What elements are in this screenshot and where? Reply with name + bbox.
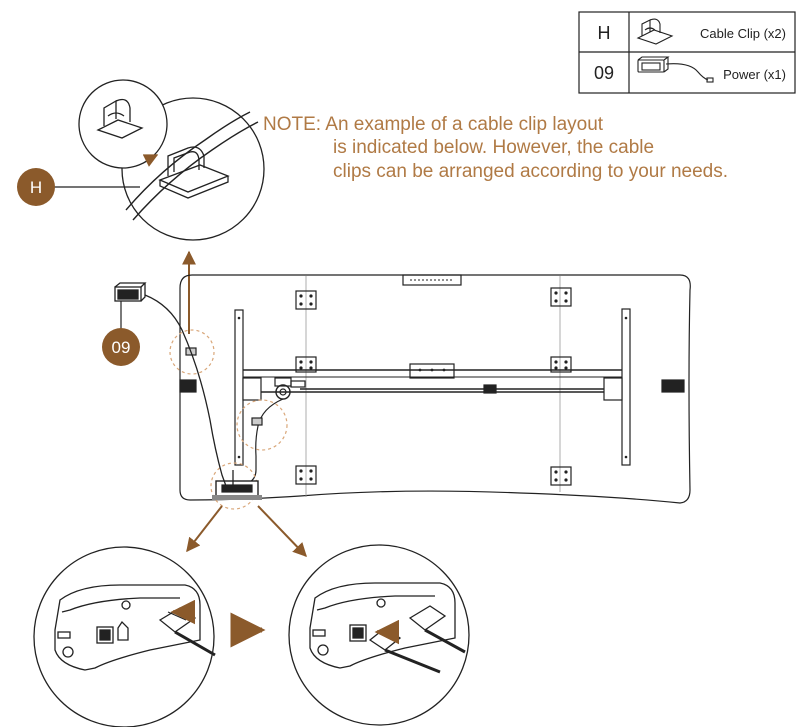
controller-detail-before <box>33 546 216 727</box>
legend-label-cable-clip: Cable Clip (x2) <box>700 26 786 41</box>
note-line-3: clips can be arranged according to your … <box>333 161 728 182</box>
note-line-2: is indicated below. However, the cable <box>333 137 654 158</box>
clip-location-top <box>169 329 215 375</box>
legend-code-09: 09 <box>594 63 614 83</box>
note-text: NOTE: An example of a cable clip layout … <box>263 114 728 182</box>
leader-arrow-left-detail <box>186 505 223 553</box>
desktop-outline <box>179 274 691 504</box>
mounting-brackets <box>295 287 572 486</box>
legend-label-power: Power (x1) <box>723 67 786 82</box>
note-line-1: NOTE: An example of a cable clip layout <box>263 114 604 135</box>
cable-clip-detail <box>78 79 265 241</box>
power-adapter-icon <box>637 56 714 83</box>
callout-h-label: H <box>30 178 42 197</box>
callout-h: H <box>17 168 140 206</box>
cable-clip-icon <box>636 18 674 45</box>
parts-legend: H 09 Cable Clip (x2) Power (x1) <box>578 11 796 94</box>
callout-09: 09 <box>102 301 140 366</box>
controller-detail-after <box>288 544 470 726</box>
clip-location-middle <box>236 399 288 451</box>
legend-code-h: H <box>598 23 611 43</box>
power-adapter <box>114 282 227 487</box>
desk-top-view <box>169 274 691 510</box>
leader-arrow-right-detail <box>257 505 307 558</box>
callout-09-label: 09 <box>112 338 131 357</box>
